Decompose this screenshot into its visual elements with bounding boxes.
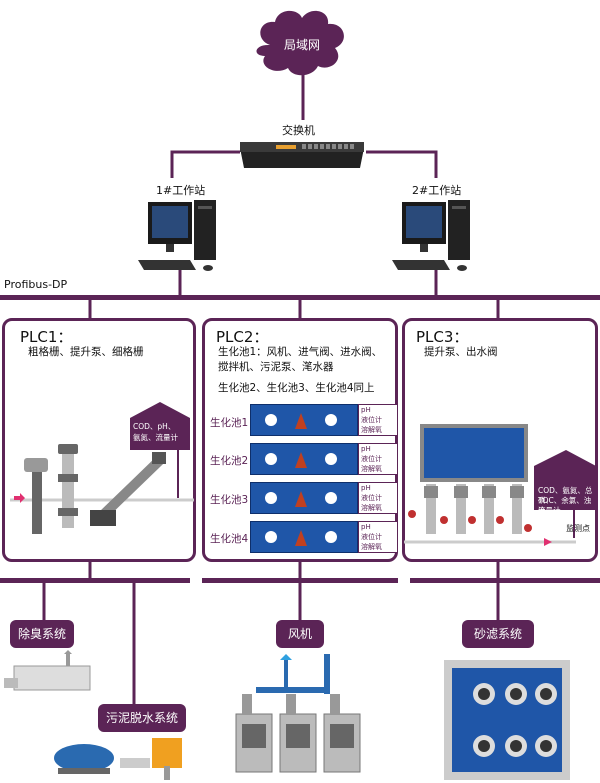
tank-1 bbox=[250, 404, 358, 436]
plc2-desc-line-3: 生化池2、生化池3、生化池4同上 bbox=[218, 382, 375, 394]
sludge-dewatering-system-button[interactable]: 污泥脱水系统 bbox=[98, 704, 186, 732]
deodor-unit-icon bbox=[4, 650, 91, 691]
plc2-desc-line-1: 生化池1：风机、进气阀、进水阀、 bbox=[218, 346, 383, 358]
aerator-icon bbox=[265, 491, 337, 507]
tank-3-label: 生化池3 bbox=[210, 494, 249, 506]
plc3-description: 提升泵、出水阀 bbox=[424, 346, 498, 358]
aerator-icon bbox=[265, 452, 337, 468]
plc3-sensor-line-2: TOC、余氯、浊度、 bbox=[538, 496, 592, 515]
workstation-2-computer-icon bbox=[392, 200, 470, 271]
lan-label: 局域网 bbox=[283, 38, 320, 52]
tank-2-label: 生化池2 bbox=[210, 455, 249, 467]
inflow-arrow-icon bbox=[14, 493, 25, 503]
plc3-title: PLC3： bbox=[416, 328, 469, 346]
plc3-sensor-line-3: 流量计 bbox=[538, 506, 561, 515]
workstation-1-computer-icon bbox=[138, 200, 216, 271]
tank-4 bbox=[250, 521, 358, 553]
plc2-desc-line-2: 搅拌机、污泥泵、滗水器 bbox=[218, 361, 334, 373]
deodor-system-button[interactable]: 除臭系统 bbox=[10, 620, 74, 648]
plc1-sensor-line-2: 氨氮、流量计 bbox=[133, 433, 178, 442]
aerator-icon bbox=[265, 530, 337, 546]
plc3-outflow-equipment bbox=[404, 424, 596, 546]
switch-icon bbox=[240, 142, 364, 168]
fan-system-button[interactable]: 风机 bbox=[276, 620, 324, 648]
sludge-dewatering-unit-icon bbox=[54, 738, 182, 780]
plc2-title: PLC2： bbox=[216, 328, 269, 346]
profibus-label: Profibus-DP bbox=[4, 278, 68, 291]
workstation-2-label: 2#工作站 bbox=[412, 184, 462, 197]
tank-3 bbox=[250, 482, 358, 514]
sand-filter-unit-icon bbox=[444, 660, 570, 780]
switch-label: 交换机 bbox=[282, 124, 315, 137]
plc1-description: 粗格栅、提升泵、细格栅 bbox=[28, 346, 144, 358]
tank-4-label: 生化池4 bbox=[210, 533, 249, 545]
blower-units-icon bbox=[235, 654, 361, 773]
plc3-sensor-line-1: COD、氨氮、总磷、 bbox=[538, 486, 593, 505]
aerator-icon bbox=[265, 413, 337, 429]
outflow-arrow-icon bbox=[544, 538, 552, 546]
plc1-title: PLC1： bbox=[20, 328, 73, 346]
lan-cloud-icon bbox=[256, 10, 344, 76]
plc1-pretreatment-equipment bbox=[10, 402, 194, 534]
plc1-sensor-line-1: COD、pH、 bbox=[133, 422, 176, 431]
tank-1-label: 生化池1 bbox=[210, 417, 249, 429]
tank-2 bbox=[250, 443, 358, 475]
sand-filter-system-button[interactable]: 砂滤系统 bbox=[462, 620, 534, 648]
monitor-point-label: 监测点 bbox=[566, 524, 590, 533]
workstation-1-label: 1#工作站 bbox=[156, 184, 206, 197]
